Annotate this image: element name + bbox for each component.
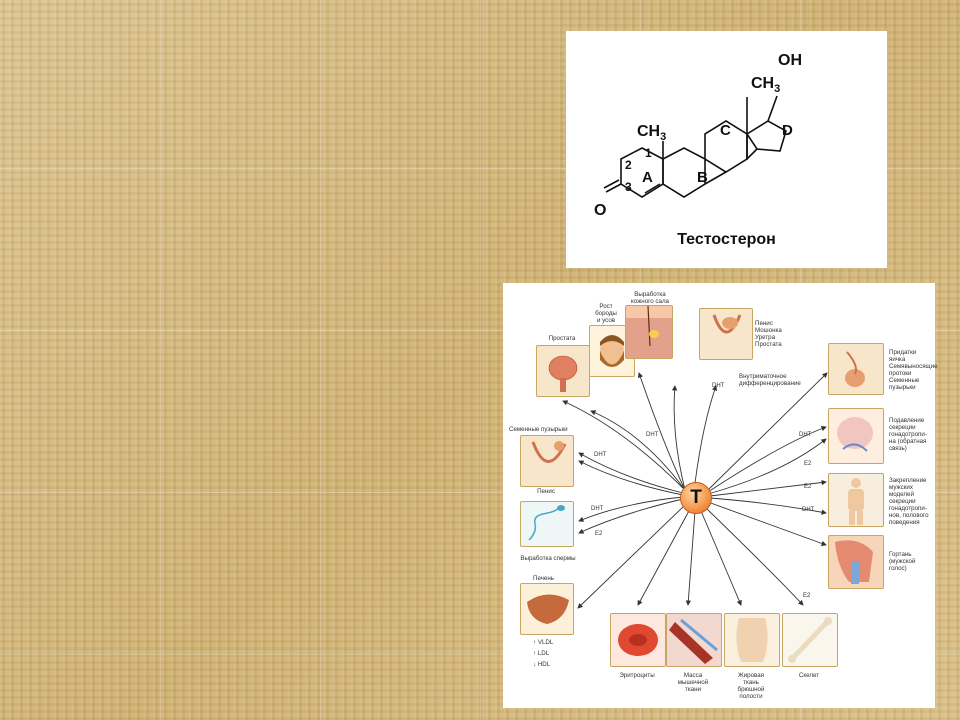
effects-arrows: DHT DHT DHT DHT E2 DHT E2 E2 DHT E2 (562, 372, 828, 609)
larynx-icon (835, 540, 873, 584)
bg-tile-line (480, 0, 481, 720)
label-vldl: ↑ VLDL (533, 639, 554, 646)
label-epididymis: Придатки яичка Семявыносящие протоки Сем… (889, 349, 938, 391)
testosterone-center-node: T (680, 482, 712, 514)
beard-face-icon (600, 335, 624, 367)
label-sebum-production: Выработка кожного сала (630, 291, 669, 305)
seminal-vesicles-image (520, 435, 574, 487)
sperm-image (520, 501, 574, 547)
sperm-icon (528, 505, 565, 541)
molecule-title: Тестостерон (677, 231, 776, 248)
edge-label-e2: E2 (595, 531, 603, 537)
red-blood-cell-icon (618, 624, 658, 656)
oh-group-label: OH (778, 52, 802, 69)
label-penis: Пенис (537, 488, 555, 495)
genitalia-image (699, 308, 753, 360)
bg-tile-line (0, 654, 960, 655)
genitalia-icon (712, 314, 742, 334)
position-1-label: 1 (645, 146, 652, 160)
prostate-image (536, 345, 590, 397)
label-sperm-production: Выработка спермы (520, 555, 576, 562)
label-skeleton: Скелет (798, 672, 820, 679)
edge-label-dht: DHT (712, 383, 725, 389)
edge-label-e2: E2 (804, 461, 812, 467)
oxygen-label: O (594, 202, 606, 219)
label-genitalia: Пенис Мошонка Уретра Простата (755, 320, 782, 348)
steroid-skeleton: OH CH3 CH3 O A B C D 1 2 3 (594, 52, 802, 219)
bg-tile-line (0, 492, 960, 493)
skeleton-image (782, 613, 838, 667)
bone-icon (788, 617, 832, 663)
label-ldl: ↑ LDL (533, 650, 550, 657)
label-beard-growth: Рост бороды и усов (595, 303, 617, 324)
edge-label-dht: DHT (802, 507, 815, 513)
testosterone-structure-panel: OH CH3 CH3 O A B C D 1 2 3 Тестостерон (566, 31, 887, 268)
torso-icon (736, 618, 768, 662)
ring-a-label: A (642, 169, 653, 186)
seminal-vesicles-icon (531, 441, 567, 463)
label-prostate: Простата (548, 335, 576, 342)
liver-icon (527, 594, 569, 624)
testosterone-effects-diagram: DHT DHT DHT DHT E2 DHT E2 E2 DHT E2 (503, 283, 938, 708)
label-larynx: Гортань (мужской голос) (889, 551, 916, 572)
ch3-left-label: CH3 (637, 123, 666, 143)
label-male-behavior: Закрепление мужских моделей секреции гон… (889, 477, 929, 526)
label-erythrocytes: Эритроциты (619, 672, 655, 679)
edge-label-dht: DHT (591, 506, 604, 512)
position-3-label: 3 (625, 180, 632, 194)
bg-tile-line (0, 168, 960, 169)
label-muscle-mass: Масса мышечной ткани (677, 672, 709, 693)
edge-label-e2: E2 (803, 593, 811, 599)
edge-label-dht: DHT (799, 432, 812, 438)
male-figure-icon (848, 478, 864, 525)
label-liver: Печень (533, 575, 554, 582)
liver-image (520, 583, 574, 635)
edge-label-e2: E2 (804, 484, 812, 490)
bg-tile-line (160, 0, 161, 720)
bg-tile-line (0, 330, 960, 331)
ring-b-label: B (697, 169, 708, 186)
ring-c-label: C (720, 122, 731, 139)
ch3-top-label: CH3 (751, 75, 780, 95)
feedback-image (828, 408, 884, 464)
label-intrauterine-differentiation: Внутриматочное дифференцирование (739, 373, 801, 387)
label-abdominal-fat: Жировая ткань брюшной полости (737, 672, 765, 700)
label-seminal-vesicles: Семенные пузырьки (509, 426, 568, 433)
skin-section-image (625, 305, 673, 359)
brain-icon (837, 417, 873, 452)
muscle-image (666, 613, 722, 667)
ring-d-label: D (782, 122, 793, 139)
epididymis-icon (845, 351, 865, 387)
skin-gland-icon (626, 306, 672, 358)
epididymis-image (828, 343, 884, 395)
abdominal-fat-image (724, 613, 780, 667)
label-gonadotropin-suppression: Подавление секреции гонадотропи- на (обр… (889, 417, 927, 452)
edge-label-dht: DHT (646, 432, 659, 438)
larynx-image (828, 535, 884, 589)
label-hdl: ↓ HDL (533, 661, 551, 668)
male-figure-image (828, 473, 884, 527)
edge-label-dht: DHT (594, 452, 607, 458)
position-2-label: 2 (625, 158, 632, 172)
erythrocyte-image (610, 613, 666, 667)
prostate-icon (548, 355, 578, 392)
muscle-icon (669, 618, 718, 664)
bg-tile-line (320, 0, 321, 720)
